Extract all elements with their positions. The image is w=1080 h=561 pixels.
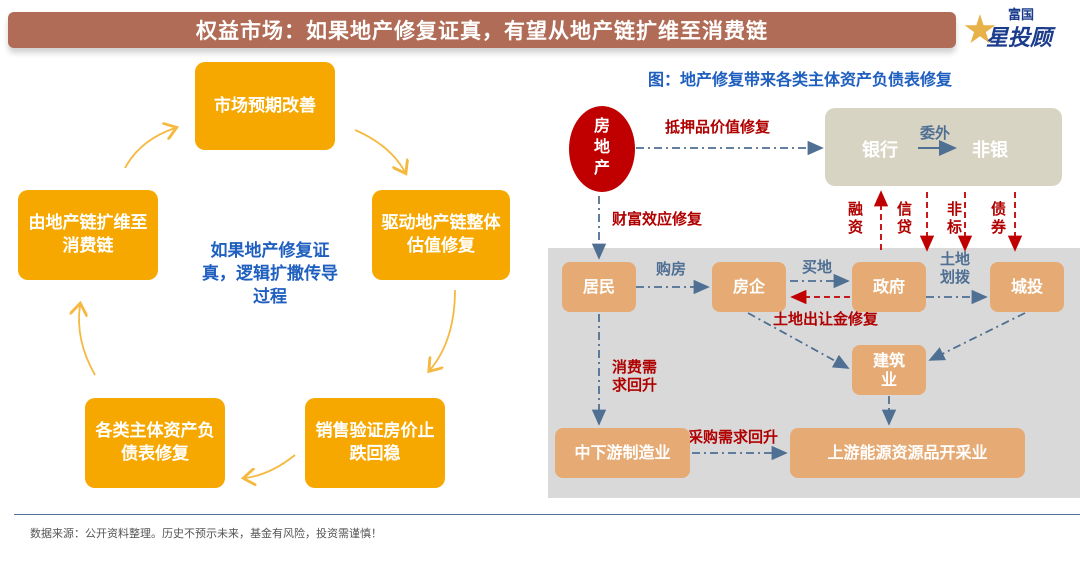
manufacturing-node: 中下游制造业 <box>555 428 690 478</box>
real-estate-label: 房地产 <box>593 116 610 177</box>
upstream-node: 上游能源资源品开采业 <box>790 428 1025 478</box>
footer-source: 数据来源：公开资料整理。历史不预示未来，基金有风险，投资需谨慎！ <box>30 527 382 540</box>
arrow <box>79 305 96 376</box>
arrow <box>928 312 1026 361</box>
cycle-arrows <box>0 50 456 510</box>
real-estate-node <box>569 106 635 192</box>
arrow <box>124 128 175 169</box>
procurement-label: 采购需求回升 <box>688 428 779 446</box>
cycle-step-sales-verification: 销售验证房价止跌回稳 <box>305 398 445 488</box>
footer-divider <box>14 514 1080 515</box>
flow-title: 图：地产修复带来各类主体资产负债表修复 <box>647 70 952 89</box>
logo: ★ 富国 星投顾 <box>962 4 1074 54</box>
land-allot-label: 土地划拨 <box>939 250 970 286</box>
bank-label: 银行 <box>862 140 898 161</box>
page-title: 权益市场：如果地产修复证真，有望从地产链扩维至消费链 <box>8 12 956 48</box>
wealth-label: 财富效应修复 <box>612 210 703 228</box>
buy-house-label: 购房 <box>656 260 687 278</box>
nonbank-label: 非银 <box>972 140 1008 161</box>
cycle-center-text: 如果地产修复证真，逻辑扩撒传导过程 <box>202 241 338 307</box>
cycle-step-valuation-repair: 驱动地产链整体估值修复 <box>372 190 510 280</box>
lgfv-node: 城投 <box>990 262 1064 312</box>
arrow <box>354 129 405 172</box>
logo-top-text: 富国 <box>1008 8 1035 23</box>
arrow <box>747 312 850 369</box>
star-icon: ★ <box>962 7 998 53</box>
arrow <box>245 454 296 478</box>
credit-label: 信贷 <box>897 200 913 236</box>
cycle-step-consumption: 由地产链扩维至消费链 <box>18 190 158 280</box>
cycle-step-balance-sheet: 各类主体资产负债表修复 <box>85 398 225 488</box>
land-revenue-label: 土地出让金修复 <box>773 310 879 328</box>
government-node: 政府 <box>852 262 926 312</box>
cycle-step-market-expectation: 市场预期改善 <box>195 62 335 150</box>
arrow <box>430 289 456 370</box>
residents-node: 居民 <box>562 262 636 312</box>
entrust-label: 委外 <box>920 124 951 142</box>
developers-node: 房企 <box>712 262 786 312</box>
consumption-label: 消费需求回升 <box>612 358 658 394</box>
financing-label: 融资 <box>848 200 864 236</box>
buy-land-label: 买地 <box>802 258 833 276</box>
collateral-label: 抵押品价值修复 <box>665 118 771 136</box>
logo-bottom-text: 星投顾 <box>986 26 1053 51</box>
nonstandard-label: 非标 <box>947 200 963 236</box>
bonds-label: 债券 <box>991 200 1007 236</box>
construction-node: 建筑业 <box>852 345 926 395</box>
